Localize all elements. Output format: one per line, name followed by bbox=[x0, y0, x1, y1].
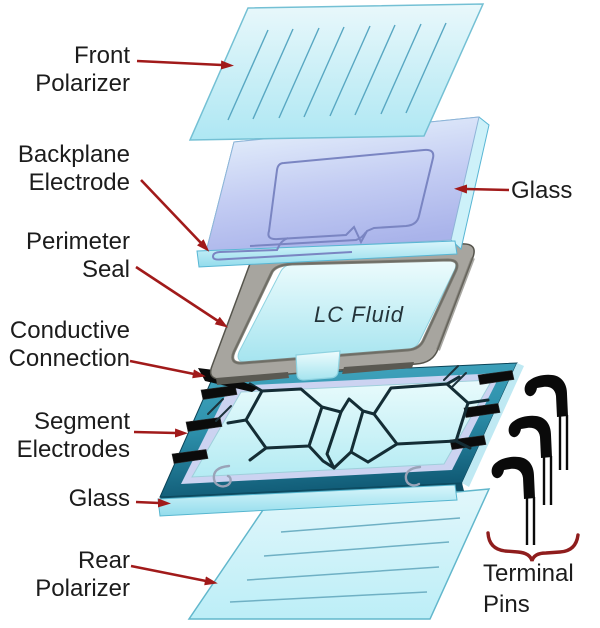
label-line: Front bbox=[73, 42, 130, 69]
upper-glass-layer bbox=[196, 116, 490, 268]
label-line: Connection bbox=[8, 345, 130, 372]
perimeter-seal-layer bbox=[209, 243, 475, 385]
label-line: Rear bbox=[77, 547, 130, 574]
label-line: Polarizer bbox=[35, 575, 130, 602]
contact-pads-right bbox=[449, 370, 515, 450]
lower-glass-front-edge bbox=[157, 484, 458, 517]
label-lc-fluid: LC Fluid bbox=[314, 302, 404, 327]
spacer-curl-left bbox=[212, 464, 232, 488]
segment-glass-layer bbox=[157, 362, 524, 517]
callout-arrows bbox=[129, 59, 510, 586]
segment-electrode-pattern bbox=[207, 365, 490, 470]
label-perimeter-seal: Perimeter Seal bbox=[0, 228, 130, 284]
label-line: Glass bbox=[511, 177, 573, 204]
terminal-pins bbox=[486, 374, 580, 562]
label-line: Terminal bbox=[483, 560, 574, 587]
terminal-pin bbox=[508, 415, 553, 505]
label-segment-electrodes: Segment Electrodes bbox=[0, 408, 130, 464]
arrow-front-polarizer bbox=[136, 59, 234, 70]
rear-polarizer-hatch bbox=[229, 517, 461, 603]
label-line: Segment bbox=[33, 408, 130, 435]
contact-pads-left bbox=[171, 385, 238, 464]
arrow-perimeter-seal bbox=[135, 265, 229, 328]
arrow-conductive-connection bbox=[129, 359, 206, 379]
label-glass-upper: Glass bbox=[511, 177, 572, 205]
label-line: Electrode bbox=[28, 169, 130, 196]
label-line: Glass bbox=[68, 485, 130, 512]
label-backplane-electrode: Backplane Electrode bbox=[0, 141, 130, 197]
label-glass-lower: Glass bbox=[0, 485, 130, 513]
backplane-electrode-outline bbox=[211, 148, 435, 261]
arrow-glass-upper bbox=[454, 184, 510, 194]
label-line: Conductive bbox=[9, 317, 130, 344]
label-line: Polarizer bbox=[35, 70, 130, 97]
label-terminal-pins: Terminal Pins bbox=[483, 558, 574, 620]
arrow-rear-polarizer bbox=[130, 564, 218, 586]
arrow-segment-electrodes bbox=[133, 428, 188, 438]
terminal-pin bbox=[524, 374, 569, 470]
rear-polarizer-layer bbox=[187, 488, 491, 620]
label-line: Seal bbox=[81, 256, 130, 283]
spacer-curl-right bbox=[404, 465, 422, 487]
label-conductive-connection: Conductive Connection bbox=[0, 317, 130, 373]
label-line: Backplane bbox=[17, 141, 130, 168]
label-front-polarizer: Front Polarizer bbox=[0, 42, 130, 98]
arrow-glass-lower bbox=[135, 498, 171, 508]
front-polarizer-layer bbox=[188, 3, 485, 141]
terminal-pins-brace bbox=[486, 531, 580, 562]
front-polarizer-hatch bbox=[227, 22, 447, 121]
label-line: Pins bbox=[483, 591, 530, 618]
label-line: Electrodes bbox=[16, 436, 130, 463]
lc-fluid-fill-port bbox=[295, 350, 341, 381]
label-line: Perimeter bbox=[25, 228, 130, 255]
terminal-pin bbox=[491, 456, 536, 545]
arrow-backplane-electrode bbox=[140, 179, 210, 252]
label-rear-polarizer: Rear Polarizer bbox=[0, 547, 130, 603]
